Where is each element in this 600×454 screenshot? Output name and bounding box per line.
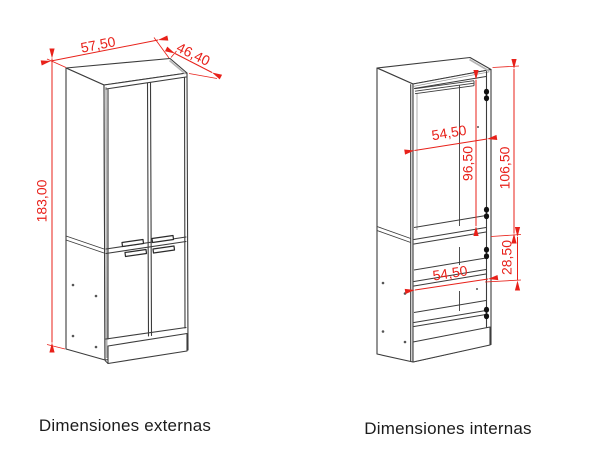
- handle-lower-right: [152, 245, 176, 254]
- hanging-rail: [414, 80, 475, 95]
- external-width-label: 57,50: [79, 33, 117, 55]
- wardrobe-internal-drawing: [376, 56, 492, 363]
- side-panel-joint: [65, 235, 105, 254]
- handle-upper-left: [121, 238, 145, 248]
- depth-dim-line: [164, 46, 223, 80]
- internal-lower-width-label: 54,50: [431, 262, 468, 283]
- external-depth-label: 46,40: [174, 39, 213, 69]
- top-face-right-edge: [469, 58, 490, 72]
- width-dim-line: [40, 35, 169, 66]
- cabinet-left-panel: [65, 67, 106, 361]
- external-height-label: 183,00: [34, 179, 50, 222]
- open-cabinet-interior: [412, 68, 492, 363]
- internal-hang-height-label: 96,50: [460, 146, 476, 181]
- door-seams: [105, 76, 187, 340]
- door-handles: [121, 234, 176, 258]
- open-cabinet-plinth: [412, 326, 491, 363]
- plinth: [107, 332, 188, 365]
- cabinet-front-face: [103, 72, 189, 361]
- internal-caption: Dimensiones internas: [364, 419, 531, 438]
- hinge-icon: [483, 206, 490, 220]
- external-caption: Dimensiones externas: [39, 416, 211, 435]
- internal-dimensions: 54,50 96,50 106,50 28,50 54,50: [404, 59, 522, 295]
- plinth-corner: [104, 360, 109, 364]
- side-panel-fittings: [71, 283, 98, 349]
- open-cabinet-left-panel: [376, 67, 414, 363]
- hinge-icon: [483, 306, 490, 320]
- internal-inner-height-label: 106,50: [497, 146, 513, 189]
- external-view: 183,00 57,50 46,40: [34, 33, 223, 365]
- lower-width-dim-line: [404, 274, 499, 295]
- external-dimensions: 183,00 57,50 46,40: [34, 33, 223, 353]
- front-left-edge-shade: [105, 86, 108, 359]
- internal-shelf-gap-label: 28,50: [499, 240, 515, 275]
- internal-view: 54,50 96,50 106,50 28,50 54,50: [376, 56, 522, 363]
- hinge-icon: [483, 88, 490, 102]
- hinge-icon: [483, 246, 490, 260]
- handle-lower-left: [124, 248, 148, 258]
- handle-upper-right: [151, 234, 175, 244]
- wardrobe-external-drawing: [65, 57, 189, 365]
- bottom-shelf: [413, 300, 487, 328]
- hinge-marks: [483, 88, 490, 320]
- internal-upper-width-label: 54,50: [430, 122, 467, 144]
